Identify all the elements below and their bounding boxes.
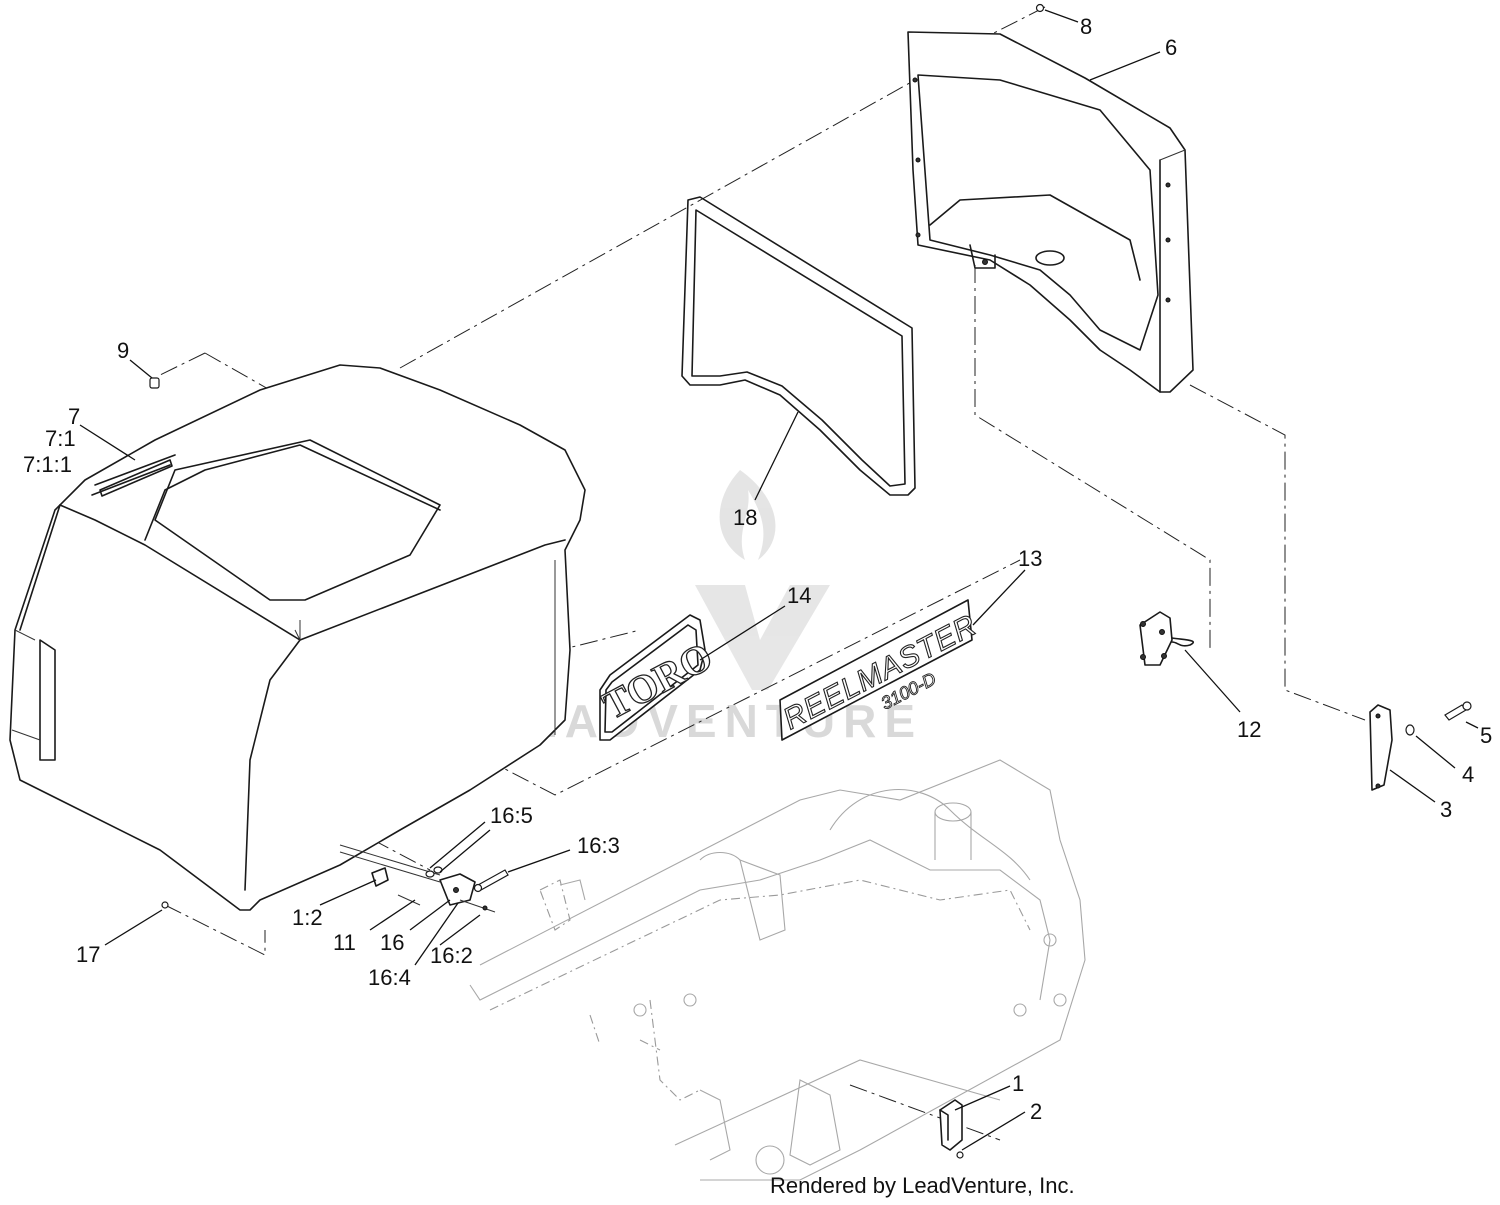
callout-7: 7 (68, 404, 80, 429)
callout-4: 4 (1462, 762, 1474, 787)
callout-16-2: 16:2 (430, 943, 473, 968)
callout-1-2: 1:2 (292, 905, 323, 930)
callout-16-5: 16:5 (490, 803, 533, 828)
washer-part-4 (1405, 724, 1415, 736)
gasket-part-18 (681, 196, 916, 496)
callout-1: 1 (1012, 1071, 1024, 1096)
footer-credit: Rendered by LeadVenture, Inc. (770, 1173, 1075, 1198)
watermark-logo (695, 470, 830, 690)
bolt-part-5 (1444, 701, 1472, 721)
callout-3: 3 (1440, 797, 1452, 822)
callout-12: 12 (1237, 717, 1261, 742)
screw-part-8 (1035, 3, 1045, 13)
callout-labels: 8 6 9 7 7:1 7:1:1 18 13 14 12 5 4 3 16:5… (23, 14, 1492, 1124)
rear-shroud-part-6 (907, 31, 1194, 393)
phantom-lines (159, 6, 1366, 1141)
bracket-part-1 (939, 1099, 963, 1151)
callout-11: 11 (333, 930, 356, 955)
callout-7-1: 7:1 (45, 426, 76, 451)
callout-5: 5 (1480, 723, 1492, 748)
callout-17: 17 (76, 942, 100, 967)
callout-8: 8 (1080, 14, 1092, 39)
leader-lines (79, 9, 1479, 1151)
callout-16-3: 16:3 (577, 833, 620, 858)
callout-9: 9 (117, 338, 129, 363)
latch-assembly-part-16 (339, 844, 509, 913)
callout-16-4: 16:4 (368, 965, 411, 990)
hood-part-7 (9, 364, 586, 911)
callout-18: 18 (733, 505, 757, 530)
callout-13: 13 (1018, 546, 1042, 571)
callout-2: 2 (1030, 1099, 1042, 1124)
screw-part-2 (956, 1151, 964, 1159)
callout-7-1-1: 7:1:1 (23, 452, 72, 477)
bolt-part-9 (149, 377, 160, 389)
callout-6: 6 (1165, 35, 1177, 60)
chassis-frame (469, 759, 1086, 1181)
latch-bracket-part-12 (1139, 611, 1195, 666)
callout-16: 16 (380, 930, 404, 955)
hinge-bracket-part-3 (1369, 704, 1393, 791)
screw-part-17 (161, 901, 169, 909)
callout-14: 14 (787, 583, 811, 608)
